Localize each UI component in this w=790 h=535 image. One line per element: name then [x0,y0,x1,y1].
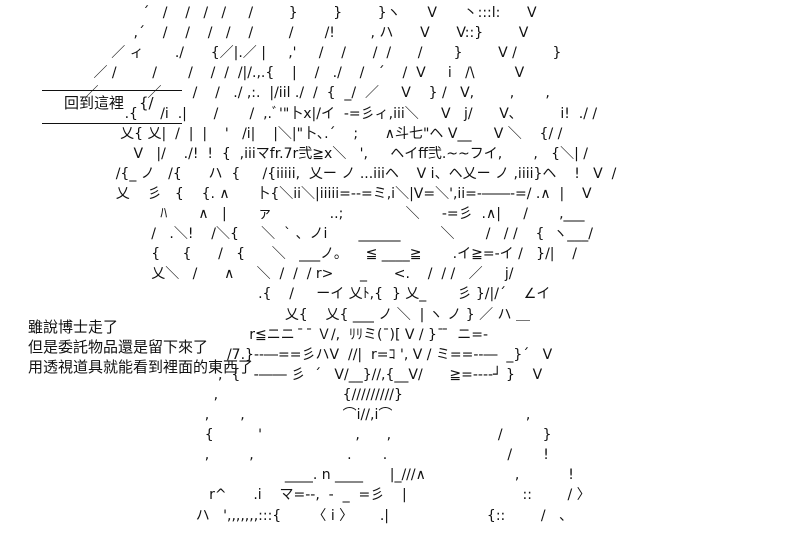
ascii-art-line: , { ‐―― 彡 ´ V/__}//,{__V/ ≧=‐‐‐‐┘ } V [0,366,543,383]
rule-bottom [42,123,182,124]
ascii-art-line: / .＼! /＼{ ＼ ` 、ノi ______ ＼ / / / { ヽ___/ [0,226,593,243]
ascii-art-line: 乂{ 乂| / | | ' /i| |＼|"卜､.´ ; ∧斗七"ヘ V__ V… [0,125,563,142]
narration-line-2: 但是委託物品還是留下來了 [28,338,209,356]
ascii-art-line: .{ / ーイ 乂ﾄ,{ } 乂_ 彡 }/|/´ ∠イ [0,286,551,303]
ascii-art-line: ﾊ ∧ | ァ ..; ＼ ‐=彡 .∧| / ,___ [0,206,585,222]
ascii-art-line: r^ .i マ=--, - _ =彡 | :: / 〉 [0,487,591,504]
ascii-art-line: .{ /i .| / / ,.ﾞ'"卜x|/イ ‐=彡ィ,iii＼ V j/ V… [0,105,598,122]
ascii-art-line: ／ ィ ./ {／|.／ | ,' / / / / / } V / } [0,45,562,62]
ascii-art-line: /{_ ノ /{ ハ { /{iiiii, 乂ー ノ ...iiiヘ V i、ヘ… [0,165,617,182]
ascii-art-line: 乂 彡 { {. ∧ 卜{＼ii＼|iiiii=‐‐=ミ,i＼|V=＼',ii=… [0,185,592,202]
return-here-label: 回到這裡 {/ [64,94,154,112]
ascii-art-line: { ' , , / } [0,427,552,444]
ascii-art-line: 乂＼ / ∧ ＼ / / / r> _ <. / / / ／ j/ [0,266,514,283]
ascii-art-line: 乂{ 乂{ ___ ノ ＼ | ヽ ノ } ／ ハ ＿ [0,306,531,323]
ascii-art-line: ´ / / / / / } } }ヽ V 丶:::l: V [0,5,537,21]
narration-line-1: 雖說博士走了 [28,318,119,336]
ascii-art-line: ____. n ____ |_///∧ , ! [0,467,574,484]
ascii-art-line: r≦ニニ ̄ ̄ Ｖ/, ﾘﾘミ(¯)[ V / }¯ ̄ ニ=‐ [0,326,489,343]
ascii-art-line: ハ ',,,,,,,:::{ 〈 i 〉 .| {:: / 、 [0,507,573,524]
ascii-art-line: ／ / / / / / /|/.,.{ | / ./ / ´ / V i /\ … [0,65,525,82]
ascii-art-line: ／ ／ / / ./ ,:. |/iil ./ / { _/ ／ V } / V… [0,85,550,102]
rule-top [42,90,182,91]
ascii-art-line: , {/////////} [0,386,403,403]
ascii-art-line: , , ⌒i//,i⌒ , [0,407,531,423]
ascii-art-line: { { / { ＼ ___ノ。 ≦ ____≧ .イ≧=‐イ / }/| / [0,246,578,263]
ascii-art-line: , , . . / ! [0,447,549,464]
narration-line-3: 用透視道具就能看到裡面的東西了 [28,358,254,376]
ascii-art-line: V |/ ./! ! { ,iiiマfr.7r弐≧x＼ ', ヘイff弐.~~フ… [0,145,588,162]
ascii-art-line: ,´ / / / / / / /! , ハ V V::} V [0,25,529,42]
ascii-art-line: /7.}‐‐―==彡ハV //| r=ｺ ', V / ミ==‐‐― _}´ V [0,346,553,363]
